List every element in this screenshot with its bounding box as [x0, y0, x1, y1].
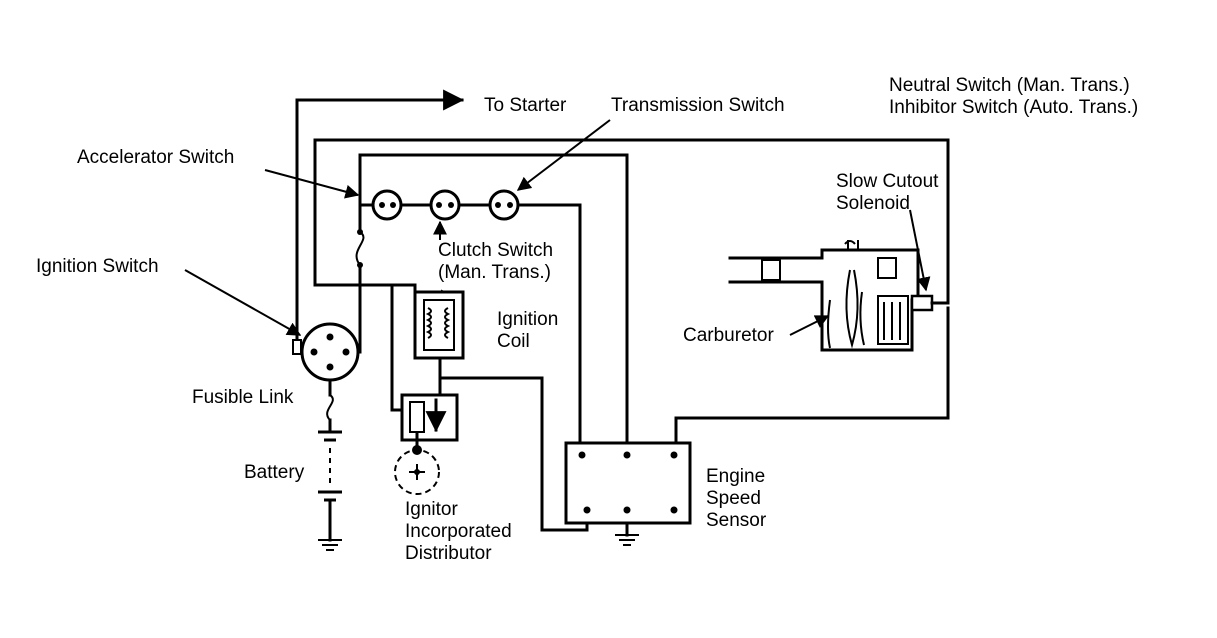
engine-speed-sensor — [564, 441, 692, 525]
to-starter-label: To Starter — [484, 95, 567, 116]
ground-symbol — [318, 539, 342, 551]
fuse — [355, 229, 365, 268]
fusible-link — [326, 394, 334, 421]
ignition-coil-label: Ignition — [497, 309, 558, 330]
engine-speed-sensor-label-line3: Sensor — [706, 510, 767, 531]
battery-label: Battery — [244, 462, 305, 483]
clutch-switch-label-line2: (Man. Trans.) — [438, 262, 551, 283]
transmission-switch — [488, 189, 520, 221]
accelerator-switch — [371, 189, 403, 221]
engine-speed-sensor-label: Engine — [706, 466, 765, 487]
ground-symbol — [615, 534, 639, 546]
ignitor-label: Ignitor — [405, 499, 458, 520]
distributor — [394, 449, 440, 495]
ignitor-label-line2: Incorporated — [405, 521, 512, 542]
fusible-link-label: Fusible Link — [192, 387, 294, 408]
neutral-switch-label: Neutral Switch (Man. Trans.) — [889, 75, 1130, 96]
carburetor — [728, 240, 920, 352]
carburetor-label: Carburetor — [683, 325, 774, 346]
ignition-coil — [413, 290, 465, 360]
transmission-switch-label: Transmission Switch — [611, 95, 785, 116]
clutch-switch-label: Clutch Switch — [438, 240, 553, 261]
slow-cutout-label-line2: Solenoid — [836, 193, 910, 214]
ignitor — [400, 393, 459, 455]
inhibitor-switch-label: Inhibitor Switch (Auto. Trans.) — [889, 97, 1138, 118]
clutch-switch — [429, 189, 461, 240]
slow-cutout-label: Slow Cutout — [836, 171, 939, 192]
ignition-switch — [292, 322, 360, 382]
ignition-coil-label-line2: Coil — [497, 331, 530, 352]
ignition-switch-label: Ignition Switch — [36, 256, 159, 277]
labels: To Starter Transmission Switch Neutral S… — [36, 75, 1138, 564]
battery — [318, 430, 342, 502]
accelerator-switch-label: Accelerator Switch — [77, 147, 234, 168]
slow-cutout-solenoid — [910, 294, 950, 312]
pointer-arrows — [184, 119, 931, 336]
engine-speed-sensor-label-line2: Speed — [706, 488, 761, 509]
ignitor-label-line3: Distributor — [405, 543, 492, 564]
